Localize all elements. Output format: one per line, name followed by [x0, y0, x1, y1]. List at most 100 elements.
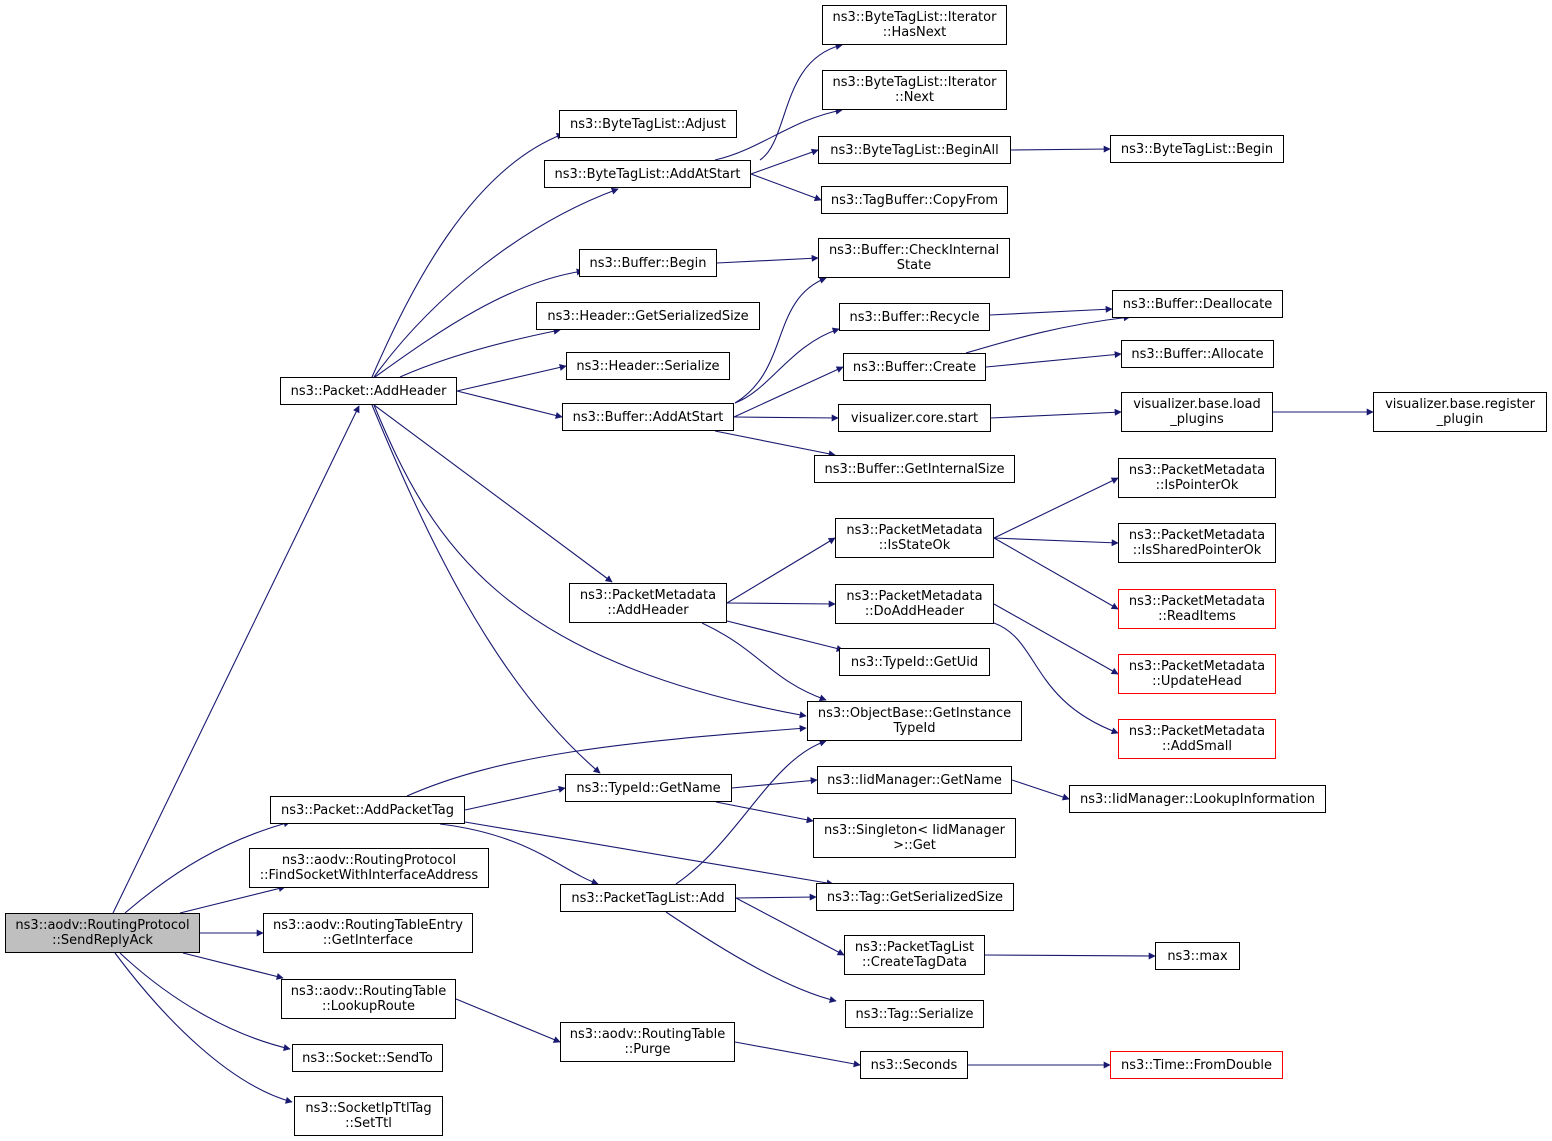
- node-buffer-addatstart[interactable]: ns3::Buffer::AddAtStart: [562, 403, 734, 431]
- node-label-line: visualizer.base.register: [1385, 397, 1535, 412]
- node-buffer-allocate[interactable]: ns3::Buffer::Allocate: [1121, 340, 1274, 368]
- node-max[interactable]: ns3::max: [1155, 942, 1240, 970]
- node-seconds[interactable]: ns3::Seconds: [860, 1051, 968, 1079]
- node-btl-adjust[interactable]: ns3::ByteTagList::Adjust: [559, 110, 737, 138]
- edge-packet-addheader-to-header-serialize: [456, 363, 567, 392]
- edge-buffer-addatstart-to-buffer-checkinternalstate: [734, 277, 827, 404]
- node-iidmanager-getname[interactable]: ns3::IidManager::GetName: [817, 766, 1012, 794]
- node-label-line: ns3::IidManager::GetName: [827, 772, 1002, 788]
- node-pm-isstateok[interactable]: ns3::PacketMetadata::IsStateOk: [835, 518, 994, 558]
- node-label-line: ns3::aodv::RoutingTableEntry: [272, 918, 463, 933]
- node-socket-sendto[interactable]: ns3::Socket::SendTo: [292, 1044, 443, 1072]
- node-label-line: ns3::ByteTagList::Adjust: [570, 116, 726, 132]
- node-time-fromdouble[interactable]: ns3::Time::FromDouble: [1110, 1051, 1283, 1079]
- edge-btl-addatstart-to-btl-it-next: [714, 107, 843, 161]
- node-btl-beginall[interactable]: ns3::ByteTagList::BeginAll: [818, 136, 1011, 164]
- node-label-line: ns3::Buffer::CheckInternal: [828, 243, 1000, 258]
- node-label-line: ::CreateTagData: [861, 955, 967, 970]
- node-pm-readitems[interactable]: ns3::PacketMetadata::ReadItems: [1118, 589, 1276, 629]
- edge-packet-addpackettag-to-ptl-add: [439, 823, 599, 886]
- node-buffer-deallocate[interactable]: ns3::Buffer::Deallocate: [1112, 290, 1283, 318]
- node-label-line: ns3::ByteTagList::AddAtStart: [554, 166, 741, 182]
- node-buffer-getinternalsize[interactable]: ns3::Buffer::GetInternalSize: [814, 455, 1015, 483]
- node-label-line: ns3::Buffer::GetInternalSize: [824, 461, 1005, 477]
- node-label-line: ns3::Tag::GetSerializedSize: [826, 889, 1004, 905]
- node-label-line: ns3::Tag::Serialize: [855, 1006, 974, 1022]
- node-buffer-recycle[interactable]: ns3::Buffer::Recycle: [839, 303, 990, 331]
- node-visualizer-base-load-plugins[interactable]: visualizer.base.load_plugins: [1121, 392, 1273, 432]
- edge-packet-addheader-to-btl-adjust: [371, 133, 564, 378]
- node-pm-issharedpointerok[interactable]: ns3::PacketMetadata::IsSharedPointerOk: [1118, 523, 1276, 563]
- node-typeid-getname[interactable]: ns3::TypeId::GetName: [565, 774, 732, 802]
- node-packet-addpackettag[interactable]: ns3::Packet::AddPacketTag: [270, 796, 465, 824]
- node-label-line: ns3::aodv::RoutingTable: [569, 1027, 726, 1042]
- node-tag-serialize[interactable]: ns3::Tag::Serialize: [845, 1000, 984, 1028]
- edge-packet-addheader-to-buffer-begin: [374, 268, 584, 378]
- node-label-line: ::Next: [894, 90, 935, 105]
- node-tagbuffer-copyfrom[interactable]: ns3::TagBuffer::CopyFrom: [821, 186, 1008, 214]
- edge-buffer-addatstart-to-buffer-recycle: [734, 327, 840, 404]
- node-label-line: ::AddHeader: [607, 603, 689, 618]
- node-btl-it-hasnext[interactable]: ns3::ByteTagList::Iterator::HasNext: [822, 5, 1007, 45]
- node-typeid-getuid[interactable]: ns3::TypeId::GetUid: [839, 648, 990, 676]
- edge-pm-isstateok-to-pm-ispointerok: [993, 477, 1119, 539]
- node-rt-lookuproute[interactable]: ns3::aodv::RoutingTable::LookupRoute: [281, 979, 456, 1019]
- node-label-line: ns3::PacketMetadata: [1128, 659, 1266, 674]
- node-label-line: ::IsPointerOk: [1155, 478, 1239, 493]
- node-label-line: ns3::ByteTagList::Iterator: [832, 10, 997, 25]
- edge-root-to-find-socket: [179, 885, 286, 914]
- node-pm-doaddheader[interactable]: ns3::PacketMetadata::DoAddHeader: [835, 584, 994, 624]
- node-label-line: ns3::TypeId::GetUid: [850, 654, 979, 670]
- node-label-line: TypeId: [893, 721, 936, 736]
- node-label-line: visualizer.core.start: [850, 410, 979, 426]
- node-ptl-createtagdata[interactable]: ns3::PacketTagList::CreateTagData: [844, 935, 985, 975]
- node-label-line: ns3::SocketIpTtlTag: [305, 1101, 432, 1116]
- node-find-socket[interactable]: ns3::aodv::RoutingProtocol::FindSocketWi…: [249, 848, 489, 888]
- node-pm-ispointerok[interactable]: ns3::PacketMetadata::IsPointerOk: [1118, 458, 1276, 498]
- node-label-line: ::SendReplyAck: [52, 933, 153, 948]
- node-buffer-begin[interactable]: ns3::Buffer::Begin: [579, 249, 717, 277]
- node-label-line: ns3::PacketMetadata: [846, 589, 983, 604]
- edge-btl-addatstart-to-btl-it-hasnext: [759, 43, 843, 161]
- node-iidmanager-lookupinformation[interactable]: ns3::IidManager::LookupInformation: [1069, 785, 1326, 813]
- node-label-line: ns3::Buffer::Begin: [589, 255, 707, 271]
- node-btl-begin[interactable]: ns3::ByteTagList::Begin: [1110, 135, 1284, 163]
- node-pm-updatehead[interactable]: ns3::PacketMetadata::UpdateHead: [1118, 654, 1276, 694]
- node-label-line: visualizer.base.load: [1133, 397, 1261, 412]
- node-label-line: ns3::Buffer::Deallocate: [1122, 296, 1273, 312]
- node-label-line: ns3::ObjectBase::GetInstance: [817, 706, 1012, 721]
- edge-typeid-getname-to-singleton-get: [715, 801, 814, 824]
- node-rte-getinterface[interactable]: ns3::aodv::RoutingTableEntry::GetInterfa…: [263, 913, 473, 953]
- node-tag-getserializedsize[interactable]: ns3::Tag::GetSerializedSize: [816, 883, 1014, 911]
- edge-pm-addheader-to-pm-isstateok: [726, 537, 836, 604]
- node-pm-addheader[interactable]: ns3::PacketMetadata::AddHeader: [569, 583, 727, 623]
- edge-root-to-socketipttltag-setttl: [114, 952, 293, 1104]
- node-label-line: ns3::max: [1167, 948, 1228, 964]
- node-label-line: ::Purge: [624, 1042, 671, 1057]
- edge-packet-addheader-to-pm-addheader: [373, 404, 613, 583]
- node-ptl-add[interactable]: ns3::PacketTagList::Add: [560, 884, 736, 912]
- node-label-line: ns3::aodv::RoutingTable: [290, 984, 447, 999]
- edge-rt-purge-to-seconds: [734, 1041, 861, 1068]
- edge-buffer-begin-to-buffer-checkinternalstate: [716, 254, 819, 264]
- node-header-getserializedsize[interactable]: ns3::Header::GetSerializedSize: [536, 302, 760, 330]
- edge-pm-isstateok-to-pm-readitems: [993, 537, 1119, 610]
- edge-packet-addheader-to-objectbase-getinstancetypeid: [373, 404, 807, 719]
- node-label-line: ns3::PacketMetadata: [579, 588, 717, 603]
- node-btl-it-next[interactable]: ns3::ByteTagList::Iterator::Next: [822, 70, 1007, 110]
- node-packet-addheader[interactable]: ns3::Packet::AddHeader: [280, 377, 457, 405]
- node-rt-purge[interactable]: ns3::aodv::RoutingTable::Purge: [560, 1022, 735, 1062]
- node-socketipttltag-setttl[interactable]: ns3::SocketIpTtlTag::SetTtl: [294, 1096, 443, 1136]
- node-btl-addatstart[interactable]: ns3::ByteTagList::AddAtStart: [544, 160, 751, 188]
- node-visualizer-core-start[interactable]: visualizer.core.start: [838, 404, 991, 432]
- node-visualizer-base-register-plugin[interactable]: visualizer.base.register_plugin: [1373, 392, 1547, 432]
- node-pm-addsmall[interactable]: ns3::PacketMetadata::AddSmall: [1118, 719, 1276, 759]
- node-label-line: ns3::Packet::AddHeader: [290, 383, 447, 399]
- node-singleton-get[interactable]: ns3::Singleton< IidManager>::Get: [813, 818, 1016, 858]
- edge-buffer-addatstart-to-buffer-getinternalsize: [714, 430, 836, 458]
- node-header-serialize[interactable]: ns3::Header::Serialize: [566, 352, 730, 380]
- edge-btl-beginall-to-btl-begin: [1010, 145, 1111, 153]
- node-buffer-create[interactable]: ns3::Buffer::Create: [843, 353, 986, 381]
